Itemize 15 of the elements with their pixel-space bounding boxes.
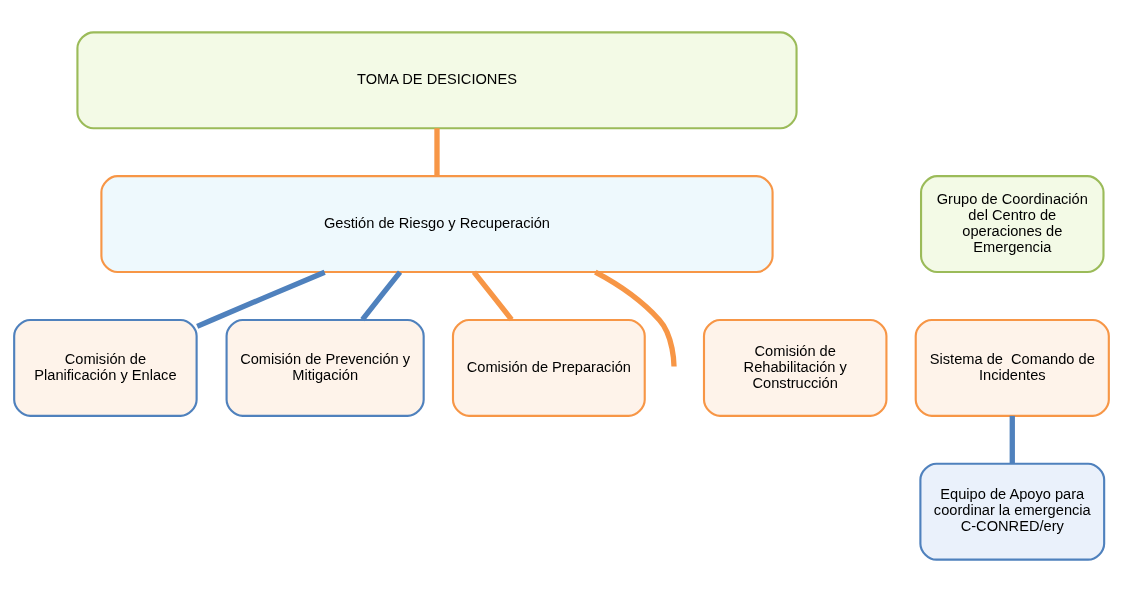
node-box: Comisión de Prevención y Mitigación xyxy=(225,318,425,417)
node-box: Sistema de Comando de Incidentes xyxy=(914,318,1110,417)
node-box: Comisión de Preparación xyxy=(451,318,646,417)
connector xyxy=(360,269,403,321)
node-box: Comisión de Rehabilitación y Construcción xyxy=(702,318,888,417)
node-box: TOMA DE DESICIONES xyxy=(76,30,798,129)
connector xyxy=(1009,415,1015,463)
connector xyxy=(434,127,440,176)
node-box: Grupo de Coordinación del Centro de operaciones de Emergencia xyxy=(920,174,1105,273)
node-box: Gestión de Riesgo y Recuperación xyxy=(100,174,774,273)
connector xyxy=(471,269,514,321)
connector xyxy=(594,269,677,367)
connector xyxy=(196,269,326,329)
node-box: Equipo de Apoyo para coordinar la emergencia C-CONRED/ery xyxy=(919,462,1106,561)
node-box: Comisión de Planificación y Enlace xyxy=(13,318,198,417)
